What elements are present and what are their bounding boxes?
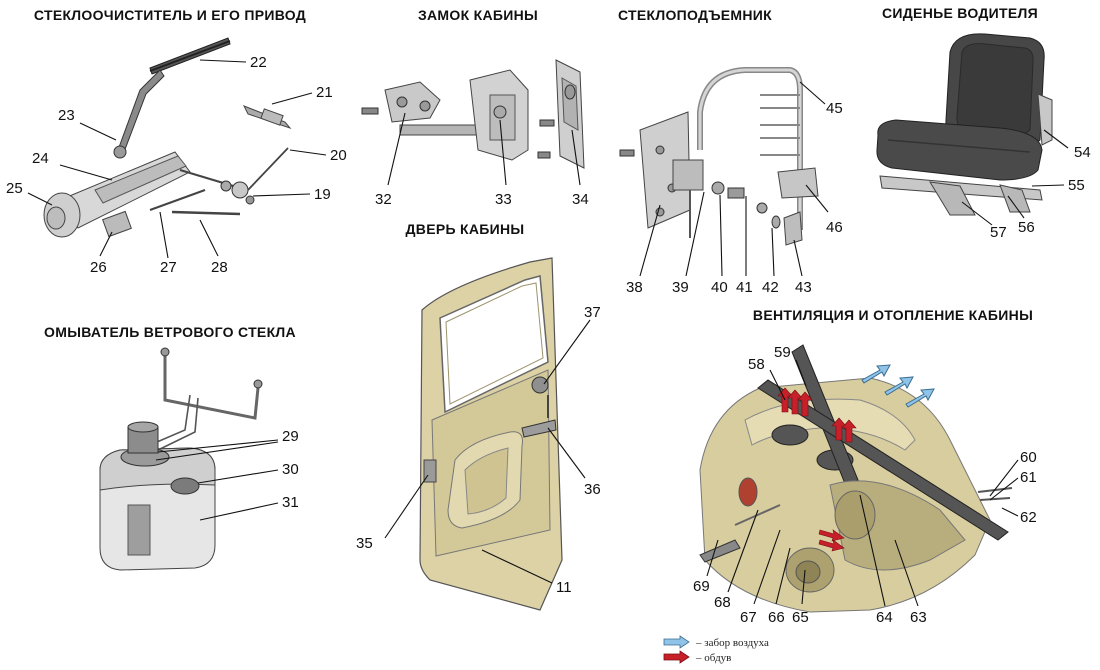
title-window-lifter: СТЕКЛОПОДЪЕМНИК	[618, 7, 772, 23]
window-lifter-leaders	[639, 81, 829, 277]
ventilation-leaders	[706, 359, 1019, 607]
callout-29: 29	[282, 428, 299, 445]
callout-25: 25	[6, 180, 23, 197]
legend: – забор воздуха – обдув	[663, 635, 769, 664]
legend-blow-arrow	[663, 650, 690, 664]
callout-37: 37	[584, 304, 601, 321]
callout-61: 61	[1020, 469, 1037, 486]
lock-illustration	[361, 59, 585, 169]
callout-64: 64	[876, 609, 893, 626]
title-wiper: СТЕКЛООЧИСТИТЕЛЬ И ЕГО ПРИВОД	[34, 7, 306, 23]
callout-11: 11	[556, 579, 572, 596]
callout-32: 32	[375, 191, 392, 208]
callout-22: 22	[250, 54, 267, 71]
ventilation-illustration	[699, 344, 1013, 613]
callout-45: 45	[826, 100, 843, 117]
callout-23: 23	[58, 107, 75, 124]
legend-intake-label: – забор воздуха	[695, 637, 769, 649]
window-lifter-illustration	[619, 67, 819, 246]
callout-36: 36	[584, 481, 601, 498]
door-illustration	[419, 257, 563, 611]
callout-60: 60	[1020, 449, 1037, 466]
callout-59: 59	[774, 344, 791, 361]
callout-43: 43	[795, 279, 812, 296]
callout-62: 62	[1020, 509, 1037, 526]
callout-67: 67	[740, 609, 757, 626]
callout-54: 54	[1074, 144, 1091, 161]
seat-illustration	[876, 33, 1053, 216]
callout-46: 46	[826, 219, 843, 236]
title-door: ДВЕРЬ КАБИНЫ	[406, 221, 525, 237]
callout-28: 28	[211, 259, 228, 276]
callout-69: 69	[693, 578, 710, 595]
lock-leaders	[387, 112, 581, 186]
callout-57: 57	[990, 224, 1007, 241]
callout-20: 20	[330, 147, 347, 164]
callout-19: 19	[314, 186, 331, 203]
legend-blow-label: – обдув	[695, 652, 731, 664]
door-leaders	[384, 319, 591, 584]
title-seat: СИДЕНЬЕ ВОДИТЕЛЯ	[882, 5, 1038, 21]
callout-58: 58	[748, 356, 765, 373]
callout-65: 65	[792, 609, 809, 626]
callout-66: 66	[768, 609, 785, 626]
callout-40: 40	[711, 279, 728, 296]
callout-33: 33	[495, 191, 512, 208]
title-ventilation: ВЕНТИЛЯЦИЯ И ОТОПЛЕНИЕ КАБИНЫ	[753, 307, 1033, 323]
callout-55: 55	[1068, 177, 1085, 194]
callout-35: 35	[356, 535, 373, 552]
legend-intake-arrow	[663, 635, 690, 649]
callout-39: 39	[672, 279, 689, 296]
callout-41: 41	[736, 279, 753, 296]
wiper-illustration	[43, 37, 292, 238]
callout-56: 56	[1018, 219, 1035, 236]
washer-illustration	[99, 347, 263, 571]
callout-63: 63	[910, 609, 927, 626]
callout-30: 30	[282, 461, 299, 478]
callout-68: 68	[714, 594, 731, 611]
callout-27: 27	[160, 259, 177, 276]
wiper-leaders	[27, 59, 327, 259]
callout-26: 26	[90, 259, 107, 276]
callout-31: 31	[282, 494, 299, 511]
seat-leaders	[961, 129, 1069, 226]
washer-leaders	[155, 439, 279, 521]
title-lock: ЗАМОК КАБИНЫ	[418, 7, 538, 23]
callout-24: 24	[32, 150, 49, 167]
callout-21: 21	[316, 84, 333, 101]
callout-38: 38	[626, 279, 643, 296]
title-washer: ОМЫВАТЕЛЬ ВЕТРОВОГО СТЕКЛА	[44, 324, 296, 340]
callout-42: 42	[762, 279, 779, 296]
callout-34: 34	[572, 191, 589, 208]
